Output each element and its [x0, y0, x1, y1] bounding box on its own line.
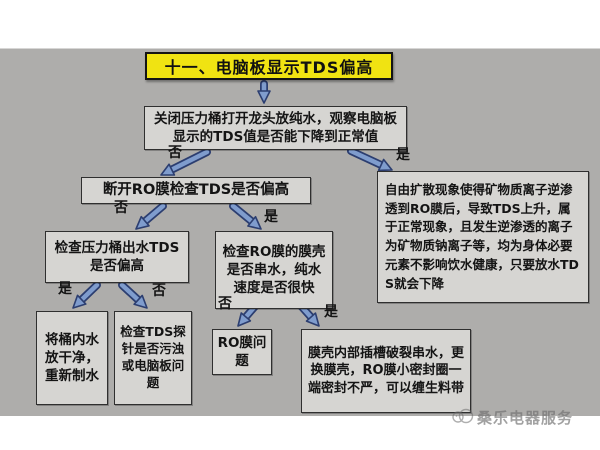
flowchart-title: 十一、电脑板显示TDS偏高 — [145, 52, 393, 80]
edge-label-yes: 是 — [264, 209, 278, 225]
node-disconnect-ro: 断开RO膜检查TDS是否偏高 — [81, 177, 311, 204]
watermark-text: 桑乐电器服务 — [477, 408, 574, 427]
node-check-tank-tds: 检查压力桶出水TDS是否偏高 — [45, 231, 189, 283]
edge-label-no: 否 — [168, 145, 182, 161]
edge-label-no: 否 — [218, 296, 232, 312]
edge-label-yes: 是 — [396, 147, 410, 163]
edge-label-no: 否 — [152, 283, 166, 299]
edge-label-yes: 是 — [324, 304, 338, 320]
node-observe-tds: 关闭压力桶打开龙头放纯水，观察电脑板显示的TDS值是否能下降到正常值 — [144, 106, 407, 150]
node-check-membrane-shell: 检查RO膜的膜壳是否串水，纯水速度是否很快 — [215, 231, 333, 309]
node-replace-shell: 膜壳内部插槽破裂串水，更换膜壳，RO膜小密封圈一端密封不严，可以缠生料带 — [301, 329, 471, 413]
node-diffusion-note: 自由扩散现象使得矿物质离子逆渗透到RO膜后，导致TDS上升，属于正常现象，且发生… — [377, 171, 589, 303]
watermark: 桑乐电器服务 — [452, 405, 598, 429]
edge-label-no: 否 — [114, 200, 128, 216]
node-drain-tank: 将桶内水放干净，重新制水 — [36, 311, 108, 405]
watermark-logo-icon — [452, 408, 474, 424]
edge-label-yes: 是 — [58, 281, 72, 297]
node-ro-problem: RO膜问题 — [212, 329, 272, 375]
node-check-probe: 检查TDS探针是否污浊或电脑板问题 — [114, 311, 192, 405]
